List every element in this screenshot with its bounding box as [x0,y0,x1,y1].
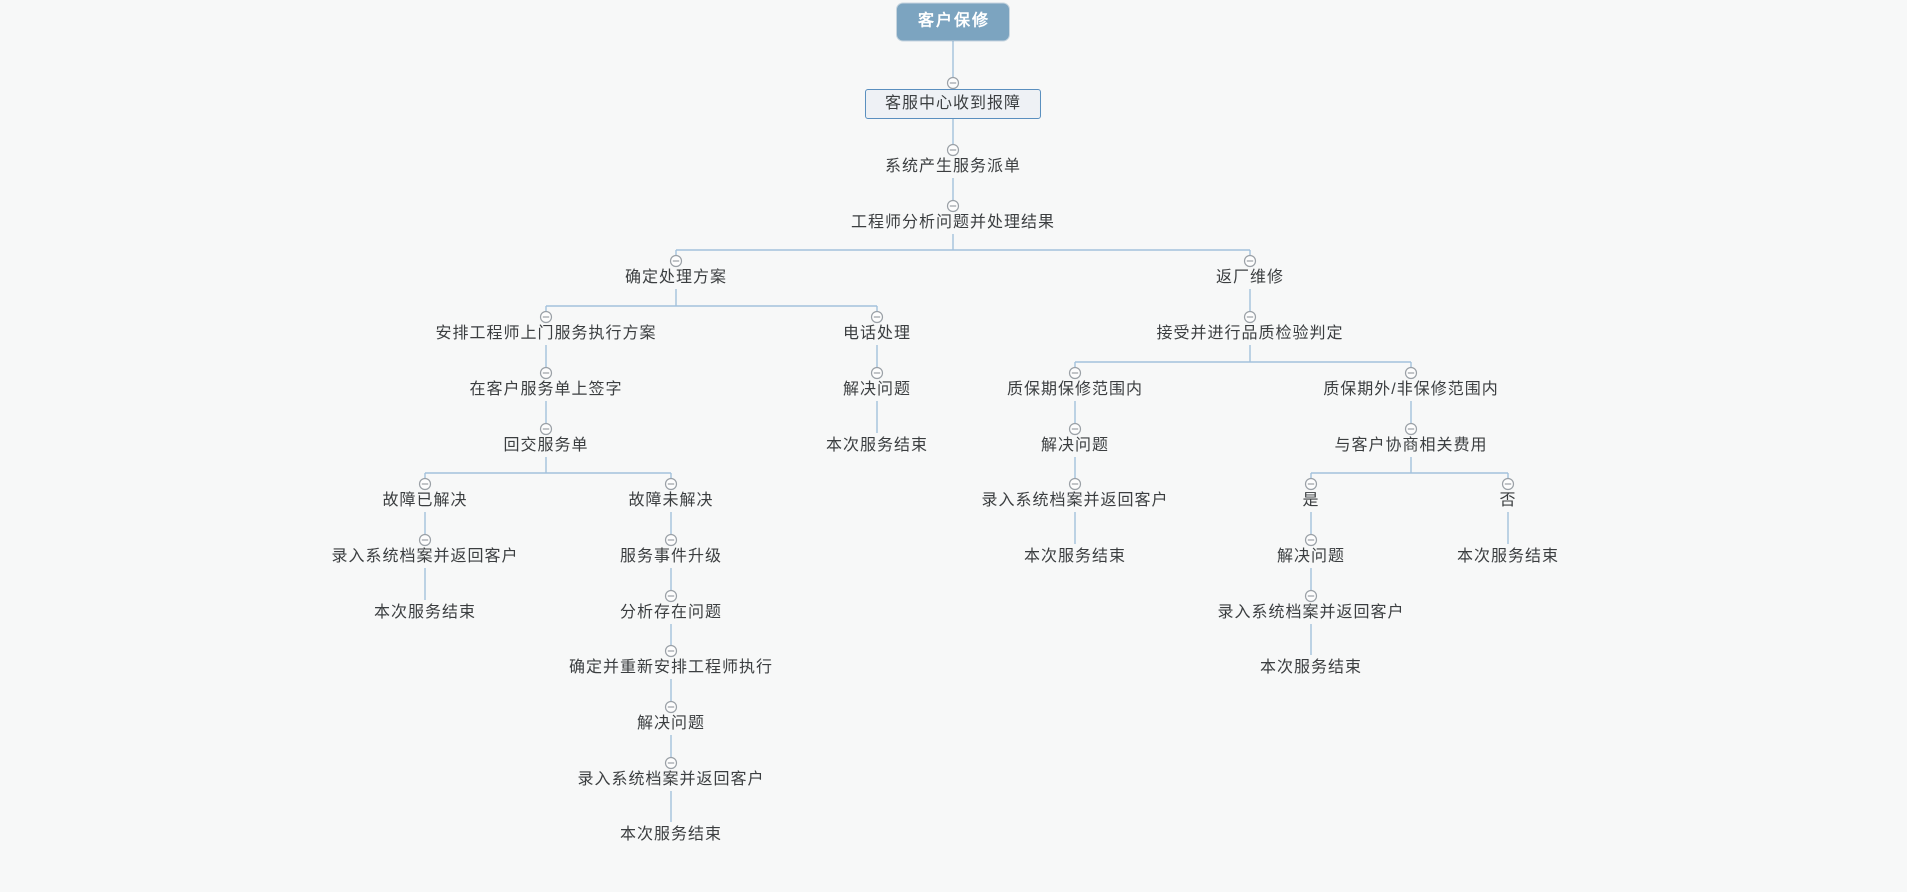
topic[interactable]: 确定并重新安排工程师执行 [568,659,774,676]
topic[interactable]: 电话处理 [842,325,912,342]
collapse-toggle-icon[interactable] [664,533,678,547]
topic[interactable]: 本次服务结束 [619,826,723,843]
topic[interactable]: 确定处理方案 [624,269,728,286]
collapse-toggle-icon[interactable] [1404,422,1418,436]
collapse-toggle-icon[interactable] [664,700,678,714]
topic[interactable]: 分析存在问题 [619,604,723,621]
topic[interactable]: 录入系统档案并返回客户 [1217,604,1405,621]
collapse-toggle-icon[interactable] [946,143,960,157]
topic[interactable]: 系统产生服务派单 [884,158,1022,175]
collapse-toggle-icon[interactable] [1068,366,1082,380]
topic[interactable]: 服务事件升级 [619,548,723,565]
topic[interactable]: 本次服务结束 [825,437,929,454]
collapse-toggle-icon[interactable] [1068,477,1082,491]
collapse-toggle-icon[interactable] [539,310,553,324]
collapse-toggle-icon[interactable] [664,756,678,770]
collapse-toggle-icon[interactable] [664,477,678,491]
topic[interactable]: 本次服务结束 [1259,659,1363,676]
topic[interactable]: 质保期外/非保修范围内 [1323,381,1499,398]
topic[interactable]: 本次服务结束 [1023,548,1127,565]
collapse-toggle-icon[interactable] [1304,477,1318,491]
collapse-toggle-icon[interactable] [418,533,432,547]
collapse-toggle-icon[interactable] [1243,254,1257,268]
topic[interactable]: 返厂维修 [1215,269,1285,286]
selected-topic[interactable]: 客服中心收到报障 [864,89,1042,119]
topic[interactable]: 录入系统档案并返回客户 [577,771,765,788]
collapse-toggle-icon[interactable] [946,76,960,90]
collapse-toggle-icon[interactable] [1068,422,1082,436]
root-topic[interactable]: 客户保修 [896,3,1010,41]
collapse-toggle-icon[interactable] [1501,477,1515,491]
topic[interactable]: 质保期保修范围内 [1006,381,1144,398]
collapse-toggle-icon[interactable] [870,310,884,324]
collapse-toggle-icon[interactable] [669,254,683,268]
collapse-toggle-icon[interactable] [1304,533,1318,547]
topic[interactable]: 否 [1499,492,1517,509]
collapse-toggle-icon[interactable] [946,199,960,213]
collapse-toggle-icon[interactable] [870,366,884,380]
topic[interactable]: 与客户协商相关费用 [1334,437,1488,454]
collapse-toggle-icon[interactable] [1404,366,1418,380]
topic[interactable]: 录入系统档案并返回客户 [981,492,1169,509]
topic[interactable]: 故障未解决 [628,492,714,509]
collapse-toggle-icon[interactable] [664,644,678,658]
topic[interactable]: 故障已解决 [382,492,468,509]
topic[interactable]: 工程师分析问题并处理结果 [850,214,1056,231]
topic[interactable]: 解决问题 [842,381,912,398]
topic[interactable]: 本次服务结束 [373,604,477,621]
topic[interactable]: 解决问题 [1276,548,1346,565]
collapse-toggle-icon[interactable] [418,477,432,491]
topic[interactable]: 录入系统档案并返回客户 [331,548,519,565]
topic[interactable]: 解决问题 [1040,437,1110,454]
topic[interactable]: 是 [1302,492,1320,509]
topic[interactable]: 解决问题 [636,715,706,732]
topic[interactable]: 接受并进行品质检验判定 [1156,325,1344,342]
topic[interactable]: 安排工程师上门服务执行方案 [435,325,657,342]
topic[interactable]: 在客户服务单上签字 [469,381,623,398]
topic[interactable]: 回交服务单 [503,437,589,454]
collapse-toggle-icon[interactable] [1243,310,1257,324]
collapse-toggle-icon[interactable] [1304,589,1318,603]
topic[interactable]: 本次服务结束 [1456,548,1560,565]
collapse-toggle-icon[interactable] [539,366,553,380]
collapse-toggle-icon[interactable] [539,422,553,436]
collapse-toggle-icon[interactable] [664,589,678,603]
